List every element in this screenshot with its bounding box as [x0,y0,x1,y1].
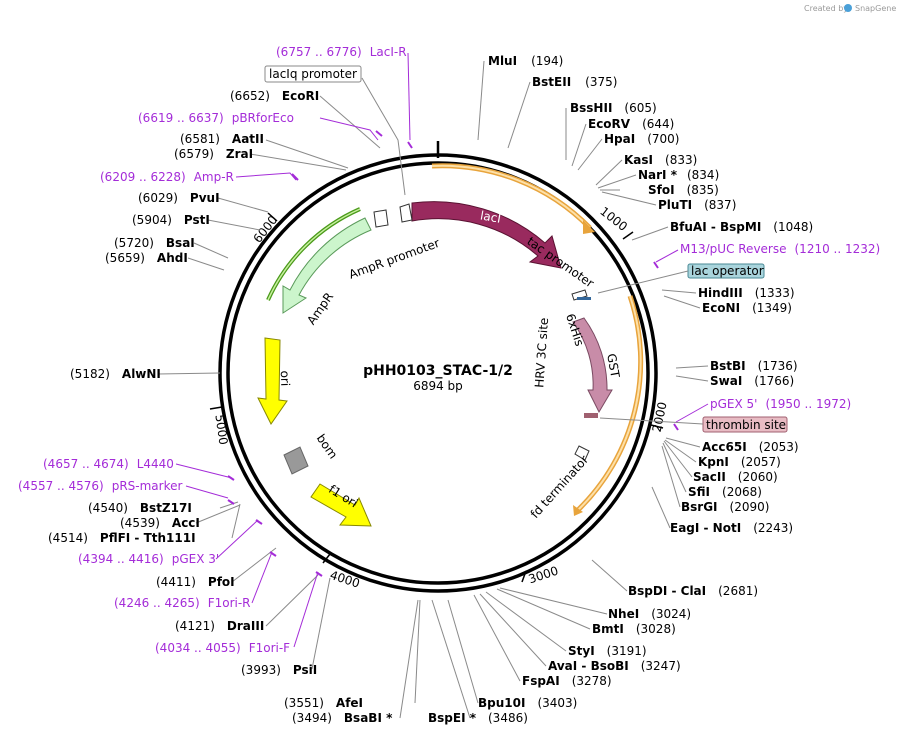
ampR-label: AmpR [304,290,336,327]
lacI-feature[interactable] [411,201,562,269]
enzyme-bsabi: (3494)BsaBI * [292,711,393,725]
f1ori-feature[interactable] [310,483,372,527]
enzyme-alwni: (5182)AlwNI [70,367,161,381]
thrombin-box [702,416,788,433]
tac-promoter-arrow [571,289,588,301]
primer-f1ori-r: (4246 .. 4265)F1ori-R [114,596,251,610]
enzyme-bstz17i: (4540)BstZ17I [88,501,192,515]
fd-terminator-label: fd terminator [528,453,592,521]
his-label: 6xHis [563,312,587,348]
enzyme-bstbi: BstBI(1736) [710,359,798,373]
primer-l4440: (4657 .. 4674)L4440 [43,457,174,471]
ampR-promoter-label: AmpR promoter [347,236,441,282]
brand-label: SnapGene [855,4,896,13]
ori-label: ori [278,370,293,386]
enzyme-bmti: BmtI(3028) [592,622,676,636]
tick-label-4000: 4000 [328,568,361,591]
primer-laci-r: (6757 .. 6776)LacI-R [276,45,407,59]
tick-label-3000: 3000 [527,564,560,587]
primer-leaders [175,52,709,648]
ori-feature[interactable] [257,337,288,425]
enzyme-pflfi-tth111i: (4514)PflFI - Tth111I [48,531,196,545]
tick-label-2000: 2000 [650,401,670,434]
primer-labels: (6757 .. 6776)LacI-R (6619 .. 6637)pBRfo… [18,45,880,655]
enzyme-psii: (3993)PsiI [241,663,317,677]
enzyme-econi: EcoNI(1349) [702,301,792,315]
enzyme-zrai: (6579)ZraI [174,147,253,161]
lacIq-promoter-arrow [399,203,413,223]
enzyme-bspei: BspEI *(3486) [428,711,528,725]
enzyme-hpai: HpaI(700) [604,132,679,146]
lac-operator-label: lac operator [691,264,764,278]
bom-label: bom [314,432,341,462]
gst-feature[interactable] [572,317,613,414]
tick-label-5000: 5000 [212,414,230,446]
lacIq-promoter-box [264,65,362,83]
enzyme-eagi-noti: EagI - NotI(2243) [670,521,793,535]
enzyme-ecori: (6652)EcoRI [230,89,319,103]
enzyme-bpu10i: Bpu10I(3403) [478,696,577,710]
enzyme-styi: StyI(3191) [568,644,647,658]
enzyme-ahdi: (5659)AhdI [105,251,188,265]
enzyme-avai-bsobi: AvaI - BsoBI(3247) [548,659,681,673]
enzyme-kpni: KpnI(2057) [698,455,781,469]
enzyme-pvui: (6029)PvuI [138,191,220,205]
gst-label: GST [604,352,622,379]
enzyme-psti: (5904)PstI [132,213,210,227]
enzyme-hindiii: HindIII(1333) [698,286,795,300]
enzyme-acci: (4539)AccI [120,516,200,530]
his-tag-mark [577,297,591,300]
ampR-feature[interactable] [282,217,372,314]
primer-pgex-3: (4394 .. 4416)pGEX 3' [78,552,219,566]
enzyme-swai: SwaI(1766) [710,374,794,388]
plasmid-size: 6894 bp [413,379,463,393]
lacIq-promoter-label: lacIq promoter [269,67,357,81]
credit-label: Created by [804,4,848,13]
tick-marks [209,212,664,583]
enzyme-fspai: FspAI(3278) [522,674,612,688]
hrv-mark [584,413,598,418]
plasmid-name: pHH0103_STAC-1/2 [363,363,513,379]
fd-terminator-arrow [574,445,590,461]
enzyme-ecorv: EcoRV(644) [588,117,674,131]
enzyme-bfuai-bspmi: BfuAI - BspMI(1048) [670,220,813,234]
snapgene-logo-icon [844,4,852,12]
enzyme-acc65i: Acc65I(2053) [702,440,799,454]
enzyme-bsteii: BstEII(375) [532,75,617,89]
enzyme-bspdi-clai: BspDI - ClaI(2681) [628,584,758,598]
enzyme-bsshii: BssHII(605) [570,101,657,115]
bom-feature[interactable] [283,446,309,475]
ampR-promoter-arrow [373,209,389,228]
enzyme-leaders [157,60,709,719]
backbone-inner [226,161,650,585]
primer-prs-marker: (4557 .. 4576)pRS-marker [18,479,182,493]
primer-amp-r: (6209 .. 6228)Amp-R [100,170,234,184]
primer-f1ori-f: (4034 .. 4055)F1ori-F [155,641,290,655]
enzyme-mlui: MluI(194) [488,54,563,68]
lacI-label: lacI [479,208,502,225]
enzyme-sfoi: SfoI(835) [648,183,719,197]
enzyme-nhei: NheI(3024) [608,607,691,621]
enzyme-bsai: (5720)BsaI [114,236,195,250]
enzyme-kasi: KasI(833) [624,153,697,167]
enzyme-sfii: SfiI(2068) [688,485,762,499]
primer-pgex-5: pGEX 5'(1950 .. 1972) [710,397,851,411]
enzyme-nari: NarI *(834) [638,168,719,182]
primer-marks [227,130,679,577]
enzyme-sacii: SacII(2060) [693,470,778,484]
enzyme-pluti: PluTI(837) [658,198,736,212]
primer-pbrforeco: (6619 .. 6637)pBRforEco [138,111,294,125]
enzyme-bsrgi: BsrGI(2090) [681,500,769,514]
thrombin-label: thrombin site [706,418,786,432]
enzyme-draiii: (4121)DraIII [175,619,264,633]
primer-m13-puc-reverse: M13/pUC Reverse(1210 .. 1232) [680,242,880,256]
enzyme-labels: MluI(194) BstEII(375) BssHII(605) EcoRV(… [48,54,813,725]
enzyme-aatii: (6581)AatII [180,132,264,146]
enzyme-afei: (3551)AfeI [284,696,363,710]
enzyme-pfoi: (4411)PfoI [156,575,235,589]
hrv-label: HRV 3C site [532,317,551,388]
